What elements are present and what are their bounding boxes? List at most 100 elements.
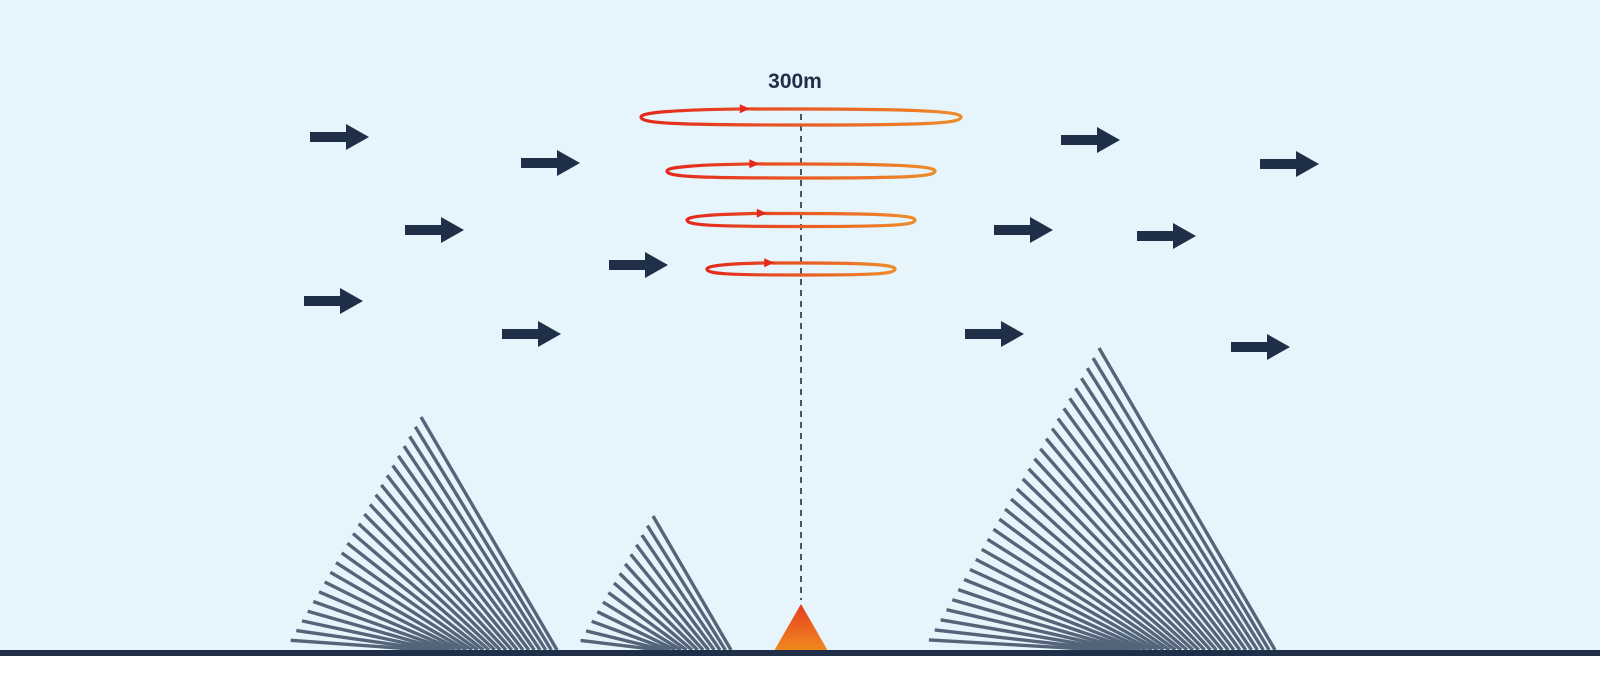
mountain-stripe	[357, 522, 496, 652]
mountain-stripe	[296, 628, 433, 652]
mountain-stripe	[402, 445, 542, 651]
mountain-stripe	[1009, 497, 1189, 652]
arrow-head-icon	[764, 258, 775, 268]
mountain-stripe	[419, 416, 559, 651]
mountain-stripe	[1039, 447, 1218, 652]
mountain-stripe	[323, 580, 462, 652]
mountain-stripe	[998, 517, 1177, 652]
vortex-ring	[705, 258, 897, 277]
mountain-1	[290, 416, 559, 652]
mountain-stripe	[290, 638, 427, 652]
mountain-stripe	[1015, 487, 1195, 652]
mountain-stripe	[980, 547, 1159, 652]
mountain-stripe	[1044, 437, 1224, 652]
vortex-rings	[639, 104, 963, 277]
vortex-ring	[639, 104, 963, 127]
mountain-stripe	[946, 608, 1123, 652]
mountain-stripe	[634, 543, 716, 652]
mountain-stripe	[969, 567, 1147, 652]
mountain-stripe	[379, 483, 519, 652]
mountain-stripe	[1004, 507, 1183, 652]
mountain-stripe	[585, 629, 665, 652]
arrow-head-icon	[749, 159, 760, 169]
arrow-right-icon	[609, 252, 668, 278]
mountain-stripe	[607, 591, 688, 652]
arrow-head-icon	[739, 104, 750, 114]
mountain-stripe	[957, 587, 1135, 652]
mountain-stripe	[623, 562, 705, 652]
mountain-stripe	[1091, 357, 1271, 651]
mountain-stripe	[963, 577, 1141, 652]
mountain-stripe	[329, 570, 468, 652]
mountain-stripe	[408, 435, 548, 651]
mountain-stripe	[1050, 427, 1230, 652]
mountain-stripe	[396, 454, 536, 651]
mountain-stripe	[940, 618, 1117, 652]
mountain-stripe	[1033, 457, 1212, 652]
mountain-stripe	[1021, 477, 1200, 652]
mountain-stripe	[934, 628, 1111, 652]
mountain-stripe	[612, 581, 694, 652]
arrow-right-icon	[1231, 334, 1290, 360]
mountain-stripe	[986, 537, 1165, 652]
mountain-stripe	[1062, 407, 1242, 652]
mountain-stripe	[640, 534, 722, 651]
arrow-head-icon	[756, 208, 767, 218]
arrow-right-icon	[304, 288, 363, 314]
mountain-stripe	[363, 512, 502, 652]
vortex-ring-path	[705, 261, 897, 277]
mountain-stripe	[645, 524, 727, 651]
ground-line	[0, 650, 1600, 656]
mountain-stripe	[413, 425, 553, 651]
mountain-stripe	[1068, 397, 1248, 651]
mountains	[290, 347, 1277, 652]
arrow-right-icon	[1137, 223, 1196, 249]
arrow-right-icon	[521, 150, 580, 176]
mountain-stripe	[1079, 377, 1259, 651]
mountain-stripe	[975, 557, 1153, 652]
vortex-ring	[685, 208, 917, 229]
arrow-right-icon	[965, 321, 1024, 347]
mountain-stripe	[580, 638, 659, 652]
mountain-stripe	[368, 503, 508, 652]
mountain-stripe	[385, 474, 525, 652]
mountain-stripe	[312, 599, 450, 652]
wind-arrows	[304, 124, 1319, 360]
vortex-ring-path	[685, 211, 917, 229]
mountain-stripe	[318, 590, 456, 652]
vortex-ring-path	[639, 107, 963, 127]
mountain-stripe	[618, 572, 699, 652]
mountain-stripe	[374, 493, 513, 652]
mountain-stripe	[346, 541, 485, 652]
triangle-marker-icon	[774, 604, 828, 651]
mountain-stripe	[591, 619, 671, 652]
mountain-stripe	[340, 551, 479, 652]
mountain-stripe	[351, 532, 491, 652]
mountain-stripe	[992, 527, 1171, 652]
mountain-stripe	[301, 619, 439, 652]
arrow-right-icon	[1061, 127, 1120, 153]
arrow-right-icon	[994, 217, 1053, 243]
mountain-stripe	[335, 561, 473, 652]
mountain-stripe	[1085, 367, 1265, 651]
mountain-stripe	[596, 610, 677, 652]
vortex-ring-path	[665, 162, 937, 180]
mountain-stripe	[307, 609, 445, 652]
mountain-stripe	[1074, 387, 1253, 651]
height-label: 300m	[768, 70, 822, 93]
sky-background	[0, 0, 1600, 652]
arrow-right-icon	[502, 321, 561, 347]
mountain-stripe	[629, 553, 711, 652]
mountain-stripe	[928, 638, 1105, 652]
vortex-ring	[665, 159, 937, 180]
mountain-stripe	[651, 515, 733, 651]
mountain-3	[928, 347, 1277, 652]
arrow-right-icon	[310, 124, 369, 150]
mountain-stripe	[1097, 347, 1277, 651]
mountain-stripe	[602, 600, 682, 652]
mountain-2	[580, 515, 733, 652]
arrow-right-icon	[405, 217, 464, 243]
mountain-stripe	[1056, 417, 1236, 652]
